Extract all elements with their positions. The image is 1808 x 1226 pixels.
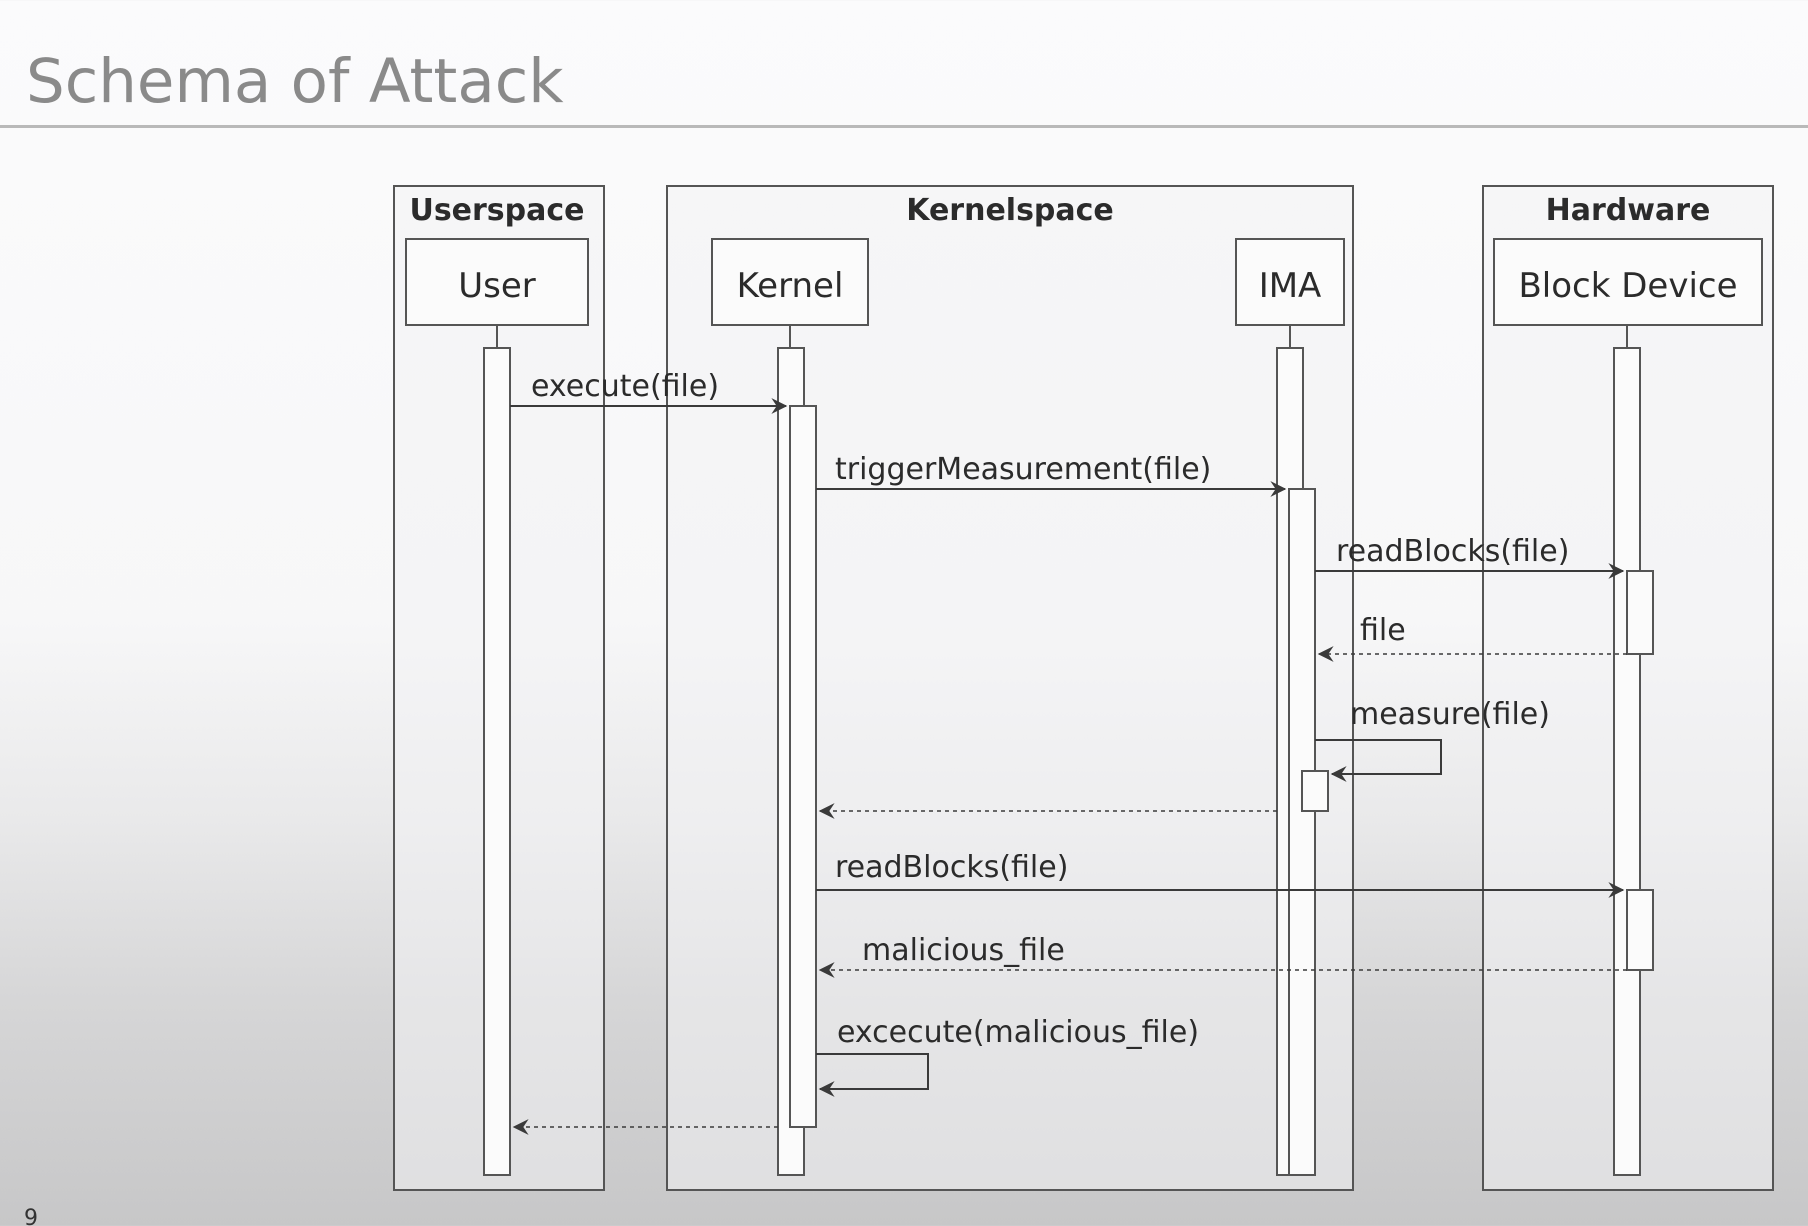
excecute-label: excecute(malicious_file) — [837, 1015, 1199, 1050]
measure-self-arrow — [1315, 739, 1442, 782]
ima-participant-label: IMA — [1259, 266, 1322, 306]
malicious-file-label: malicious_file — [862, 933, 1065, 968]
block-device-activation-bar-2 — [1626, 889, 1654, 971]
measure-label: measure(file) — [1350, 697, 1550, 732]
trigger-measurement-label: triggerMeasurement(file) — [835, 452, 1211, 487]
read-blocks-2-label: readBlocks(file) — [835, 850, 1068, 885]
block-device-participant-label: Block Device — [1518, 266, 1737, 306]
user-participant-label: User — [458, 266, 536, 306]
page-number: 9 — [24, 1206, 38, 1226]
kernel-participant-box — [711, 238, 869, 326]
block-device-activation-bar-1 — [1626, 570, 1654, 655]
kernelspace-group-label: Kernelspace — [906, 193, 1114, 228]
block-device-lifeline — [1613, 347, 1641, 1176]
kernel-participant-label: Kernel — [737, 266, 844, 306]
read-blocks-1-label: readBlocks(file) — [1336, 534, 1569, 569]
execute-label: execute(file) — [531, 369, 719, 404]
ima-activation-bar — [1288, 488, 1316, 1176]
title-divider — [0, 125, 1808, 128]
kernel-activation-bar — [789, 405, 817, 1128]
excecute-self-arrow — [816, 1053, 929, 1097]
hardware-group-label: Hardware — [1546, 193, 1711, 228]
file-return-label: file — [1360, 613, 1406, 648]
user-participant-box — [405, 238, 589, 326]
slide-title: Schema of Attack — [26, 46, 564, 117]
ima-participant-box — [1235, 238, 1345, 326]
user-lifeline — [483, 347, 511, 1176]
userspace-group-label: Userspace — [409, 193, 584, 228]
ima-measure-activation-bar — [1301, 770, 1329, 812]
